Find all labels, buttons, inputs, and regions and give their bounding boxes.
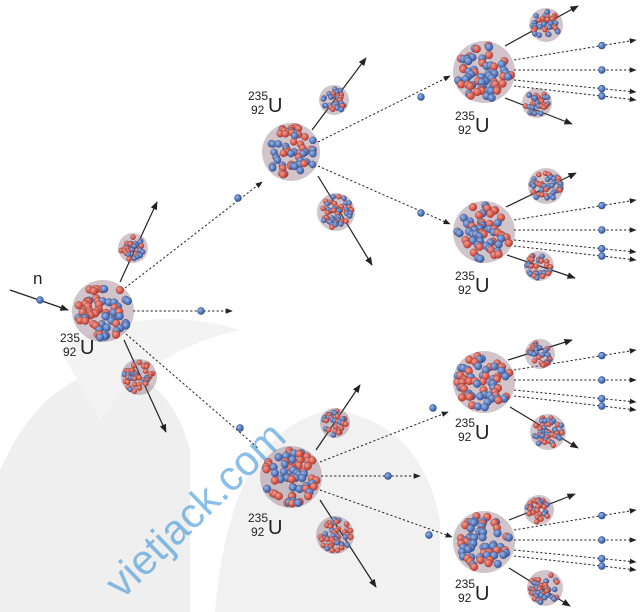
uranium-nucleus-icon xyxy=(453,201,515,263)
nuclei-layer xyxy=(36,8,606,606)
neutron-path xyxy=(513,389,637,405)
neutron-path xyxy=(319,411,449,463)
mass-number: 235 xyxy=(455,109,475,123)
neutron-icon xyxy=(598,562,606,570)
neutron-icon xyxy=(598,41,606,50)
neutron-path xyxy=(125,333,259,449)
incoming-neutron-label: n xyxy=(33,269,42,288)
neutron-path xyxy=(513,549,637,565)
fission-fragment-icon xyxy=(320,408,350,438)
mass-number: 235 xyxy=(248,89,268,103)
mass-number: 235 xyxy=(455,269,475,283)
atomic-number: 92 xyxy=(458,591,472,605)
neutron-path xyxy=(513,239,637,255)
atomic-number: 92 xyxy=(63,345,77,359)
atomic-number: 92 xyxy=(251,103,265,117)
neutron-icon xyxy=(598,376,606,384)
neutron-icon xyxy=(429,404,437,412)
element-symbol: U xyxy=(475,115,489,137)
element-symbol: U xyxy=(80,337,94,359)
fission-fragment-icon xyxy=(118,233,148,263)
fission-fragment-icon xyxy=(317,193,355,231)
fission-fragment-icon xyxy=(530,414,566,450)
neutron-icon xyxy=(425,531,433,539)
element-symbol: U xyxy=(475,275,489,297)
neutron-icon xyxy=(598,244,606,253)
element-symbol: U xyxy=(268,517,282,539)
uranium-nucleus-icon xyxy=(262,123,320,181)
arrow-icon xyxy=(504,97,573,125)
neutron-path xyxy=(513,348,637,371)
atomic-number: 92 xyxy=(458,123,472,137)
fission-fragment-icon xyxy=(528,168,564,204)
neutron-icon xyxy=(598,402,606,410)
uranium-nucleus-icon xyxy=(453,351,515,413)
mass-number: 235 xyxy=(248,511,268,525)
neutron-icon xyxy=(598,201,606,210)
arrow-icon xyxy=(506,254,576,279)
neutron-icon xyxy=(234,194,242,202)
neutron-icon xyxy=(36,296,44,304)
mass-number: 235 xyxy=(455,416,475,430)
neutron-icon xyxy=(598,351,606,360)
fission-fragment-icon xyxy=(316,516,354,554)
neutron-icon xyxy=(598,554,606,563)
neutron-path xyxy=(513,555,637,573)
neutron-icon xyxy=(236,424,244,432)
fission-fragment-icon xyxy=(525,339,555,369)
neutron-path xyxy=(319,489,453,538)
uranium-nucleus-icon xyxy=(453,41,516,103)
element-symbol: U xyxy=(268,95,282,117)
neutron-icon xyxy=(598,84,606,93)
atomic-number: 92 xyxy=(458,283,472,297)
fission-fragment-icon xyxy=(524,495,554,525)
neutron-icon xyxy=(598,226,606,234)
element-symbol: U xyxy=(475,422,489,444)
neutron-path xyxy=(513,85,637,103)
fission-fragment-icon xyxy=(529,8,563,42)
neutron-icon xyxy=(417,209,425,217)
fission-fragment-icon xyxy=(524,251,554,281)
uranium-nucleus-icon xyxy=(72,280,134,342)
mass-number: 235 xyxy=(60,331,80,345)
neutron-icon xyxy=(598,394,606,403)
neutron-path xyxy=(513,38,637,61)
neutron-icon xyxy=(384,472,392,480)
neutron-path xyxy=(317,165,451,225)
neutron-path xyxy=(513,508,637,531)
neutron-icon xyxy=(598,92,606,100)
fission-fragment-icon xyxy=(527,570,563,606)
mass-number: 235 xyxy=(455,577,475,591)
element-symbol: U xyxy=(475,583,489,605)
fission-fragment-icon xyxy=(522,88,552,118)
neutron-icon xyxy=(197,307,205,315)
uranium-nucleus-icon xyxy=(453,511,515,573)
neutron-path xyxy=(513,245,637,263)
neutron-icon xyxy=(598,252,606,260)
neutron-path xyxy=(513,198,637,221)
uranium-nucleus-icon xyxy=(260,446,322,508)
atomic-number: 92 xyxy=(458,430,472,444)
fission-fragment-icon xyxy=(319,85,349,115)
fission-fragment-icon xyxy=(121,359,157,395)
neutron-icon xyxy=(598,536,606,544)
neutron-path xyxy=(513,395,637,413)
atomic-number: 92 xyxy=(251,525,265,539)
neutron-icon xyxy=(598,511,606,520)
neutron-path xyxy=(513,79,637,95)
neutron-icon xyxy=(598,66,606,74)
neutron-icon xyxy=(417,93,425,101)
